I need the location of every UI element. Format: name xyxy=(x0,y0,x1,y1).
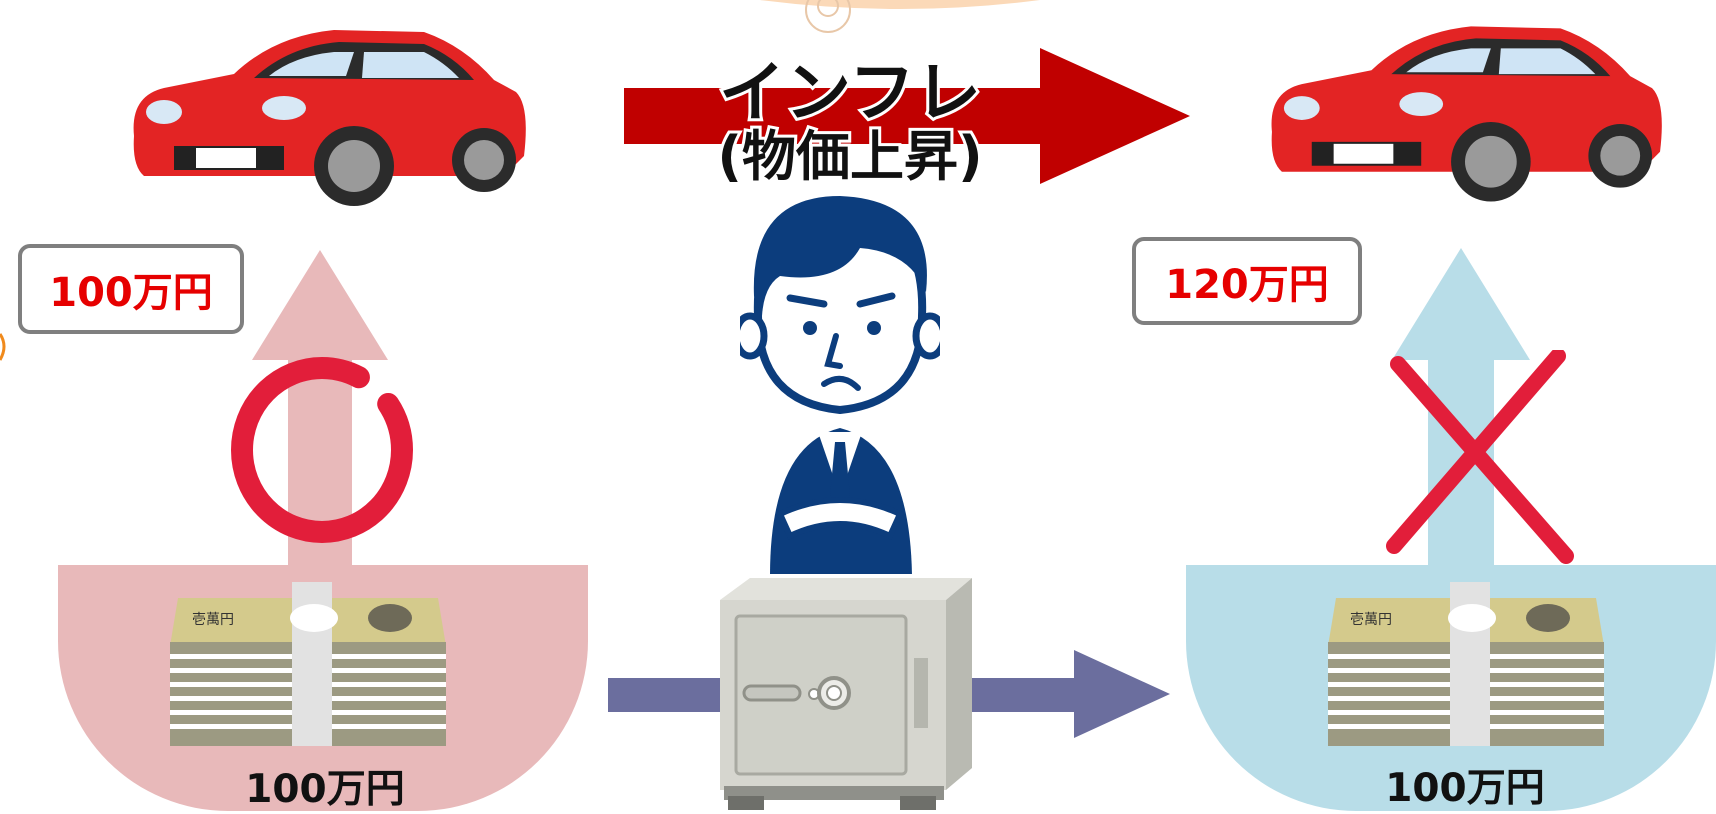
left-up-arrow xyxy=(252,250,388,570)
top-decoration xyxy=(760,0,1040,33)
left-money-amount: 100万円 xyxy=(245,767,405,812)
safe-icon xyxy=(720,578,972,810)
right-car-price: 120万円 xyxy=(1132,237,1362,325)
left-car-price: 100万円 xyxy=(18,244,244,334)
edge-fragment-icon xyxy=(0,333,6,361)
inflation-label: インフレ (物価上昇) xyxy=(690,54,1010,189)
right-money-amount: 100万円 xyxy=(1385,766,1545,811)
inflation-arrow xyxy=(624,48,1190,184)
cross-mark-icon xyxy=(1386,350,1574,564)
svg-text:壱萬円: 壱萬円 xyxy=(192,611,234,628)
circle-mark-icon xyxy=(231,357,413,543)
money-stack-icon: 壱萬円 xyxy=(170,582,446,746)
car-icon xyxy=(1271,26,1662,202)
car-icon xyxy=(133,30,526,206)
worried-man-icon xyxy=(740,196,940,574)
right-up-arrow xyxy=(1392,248,1530,570)
svg-text:壱萬円: 壱萬円 xyxy=(1350,611,1392,628)
inflation-title: インフレ xyxy=(716,54,984,131)
money-stack-icon: 壱萬円 xyxy=(1328,582,1604,746)
inflation-subtitle: (物価上昇) xyxy=(714,125,985,189)
